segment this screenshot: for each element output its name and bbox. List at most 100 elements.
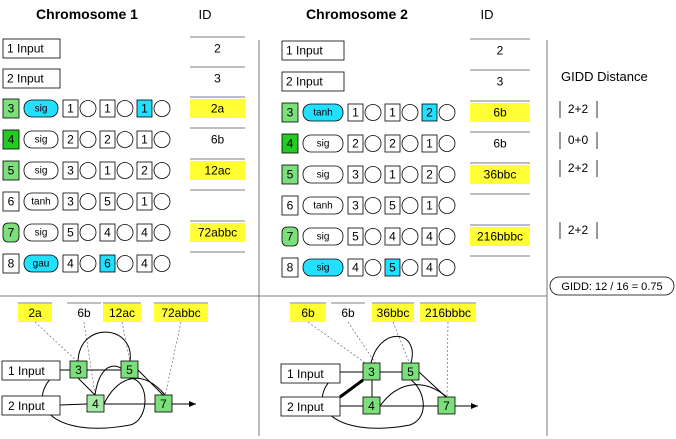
weight-circle [401, 104, 419, 121]
input-node-box [281, 40, 345, 61]
weight-circle [153, 131, 171, 148]
weight-circle [116, 100, 134, 117]
node-number-box [281, 257, 299, 278]
node-id-label: 2 [214, 42, 221, 56]
node-number-box [2, 160, 20, 181]
id-highlight [190, 161, 245, 180]
connection-gene-box [347, 103, 364, 122]
graph-input-node [1, 395, 61, 416]
node-number-box [281, 195, 299, 216]
node-number: 3 [287, 106, 294, 120]
graph-node-number: 7 [160, 397, 167, 411]
node-id-label: 2 [497, 44, 504, 58]
graph-edge [77, 331, 131, 362]
connection-gene-value: 1 [426, 137, 433, 151]
graph-input-label: 1 Input [8, 364, 45, 378]
graph-edge [103, 377, 166, 405]
node-id-label: 216bbbc [477, 230, 523, 244]
id-highlight [420, 304, 476, 322]
connection-gene-box [384, 103, 401, 122]
connection-gene-box [99, 254, 116, 273]
connection-gene-box [136, 99, 153, 118]
graph-edge [321, 371, 424, 429]
weight-circle [116, 162, 134, 179]
connection-gene-value: 4 [67, 257, 74, 271]
id-highlight [290, 304, 326, 322]
connection-gene-value: 5 [104, 195, 111, 209]
id-highlight [190, 99, 245, 118]
weight-circle [438, 197, 456, 214]
activation-function-label: sig [317, 232, 330, 243]
weight-circle [401, 166, 419, 183]
id-pointer-line [307, 321, 372, 368]
input-node-label: 1 Input [286, 44, 323, 58]
connection-gene-value: 2 [352, 137, 359, 151]
activation-function-label: sig [35, 104, 48, 115]
weight-circle [364, 104, 382, 121]
activation-function-pill [23, 192, 59, 211]
activation-function-pill [302, 227, 344, 246]
connection-gene-value: 1 [104, 164, 111, 178]
node-number: 6 [8, 195, 15, 209]
connection-gene-box [421, 165, 438, 184]
connection-gene-box [62, 192, 79, 211]
graph-input-label: 2 Input [287, 400, 324, 414]
activation-function-label: sig [317, 170, 330, 181]
node-id-label: 72abbc [198, 226, 237, 240]
connection-gene-value: 2 [426, 168, 433, 182]
activation-function-label: sig [35, 166, 48, 177]
connection-gene-value: 5 [389, 199, 396, 213]
id-highlight [470, 103, 530, 122]
input-node-label: 2 Input [286, 75, 323, 89]
graph-node-number: 4 [368, 399, 375, 413]
id-highlight [372, 304, 414, 322]
weight-circle [364, 228, 382, 245]
activation-function-label: sig [317, 139, 330, 150]
activation-function-pill [23, 130, 59, 149]
connection-gene-value: 4 [141, 226, 148, 240]
graph-node-7 [437, 396, 456, 415]
connection-gene-value: 6 [104, 257, 111, 271]
connection-gene-box [421, 227, 438, 246]
connection-gene-value: 1 [104, 102, 111, 116]
id-pointer-line [83, 321, 96, 395]
weight-circle [401, 197, 419, 214]
connection-gene-box [347, 165, 364, 184]
graph-node-7 [154, 394, 173, 413]
connection-gene-value: 4 [389, 230, 396, 244]
input-node-box [2, 68, 61, 89]
connection-gene-box [136, 192, 153, 211]
weight-circle [438, 228, 456, 245]
connection-gene-value: 2 [426, 106, 433, 120]
weight-circle [153, 224, 171, 241]
weight-circle [79, 162, 97, 179]
node-id-label: 12ac [204, 164, 230, 178]
id-highlight [190, 223, 245, 242]
connection-gene-value: 4 [141, 257, 148, 271]
graph-node-id: 12ac [109, 306, 135, 320]
weight-circle [438, 135, 456, 152]
connection-gene-value: 2 [104, 133, 111, 147]
graph-edge [370, 335, 413, 364]
input-node-box [281, 71, 345, 92]
weight-circle [364, 135, 382, 152]
activation-function-label: tanh [313, 108, 332, 119]
id-header-1: ID [199, 7, 212, 22]
connection-gene-value: 1 [141, 133, 148, 147]
connection-gene-box [421, 196, 438, 215]
activation-function-pill [23, 223, 59, 242]
connection-gene-value: 4 [426, 230, 433, 244]
graph-edge [379, 384, 448, 407]
connection-gene-box [62, 161, 79, 180]
connection-gene-box [136, 254, 153, 273]
connection-gene-box [62, 254, 79, 273]
